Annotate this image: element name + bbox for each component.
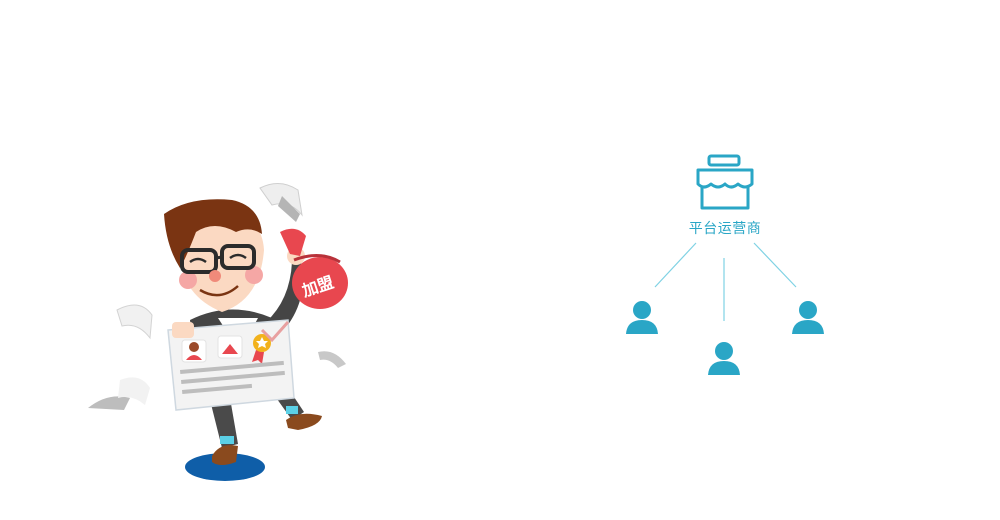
glasses [180, 248, 218, 274]
store-icon [696, 154, 754, 210]
connector-lines [654, 242, 797, 321]
platform-operator-label: 平台运营商 [688, 221, 762, 237]
franchise-money-bag: 加盟 [280, 228, 348, 309]
head [164, 199, 264, 312]
user-icon [708, 342, 740, 375]
user-icon [626, 301, 658, 334]
card-check-icon [260, 321, 290, 343]
user-icon [792, 301, 824, 334]
card-text-lines [180, 360, 285, 394]
card-medal-icon [252, 334, 271, 364]
flying-paper-decoration [88, 183, 346, 410]
ground-shadow [185, 453, 265, 481]
franchise-certificate-card [167, 319, 295, 411]
